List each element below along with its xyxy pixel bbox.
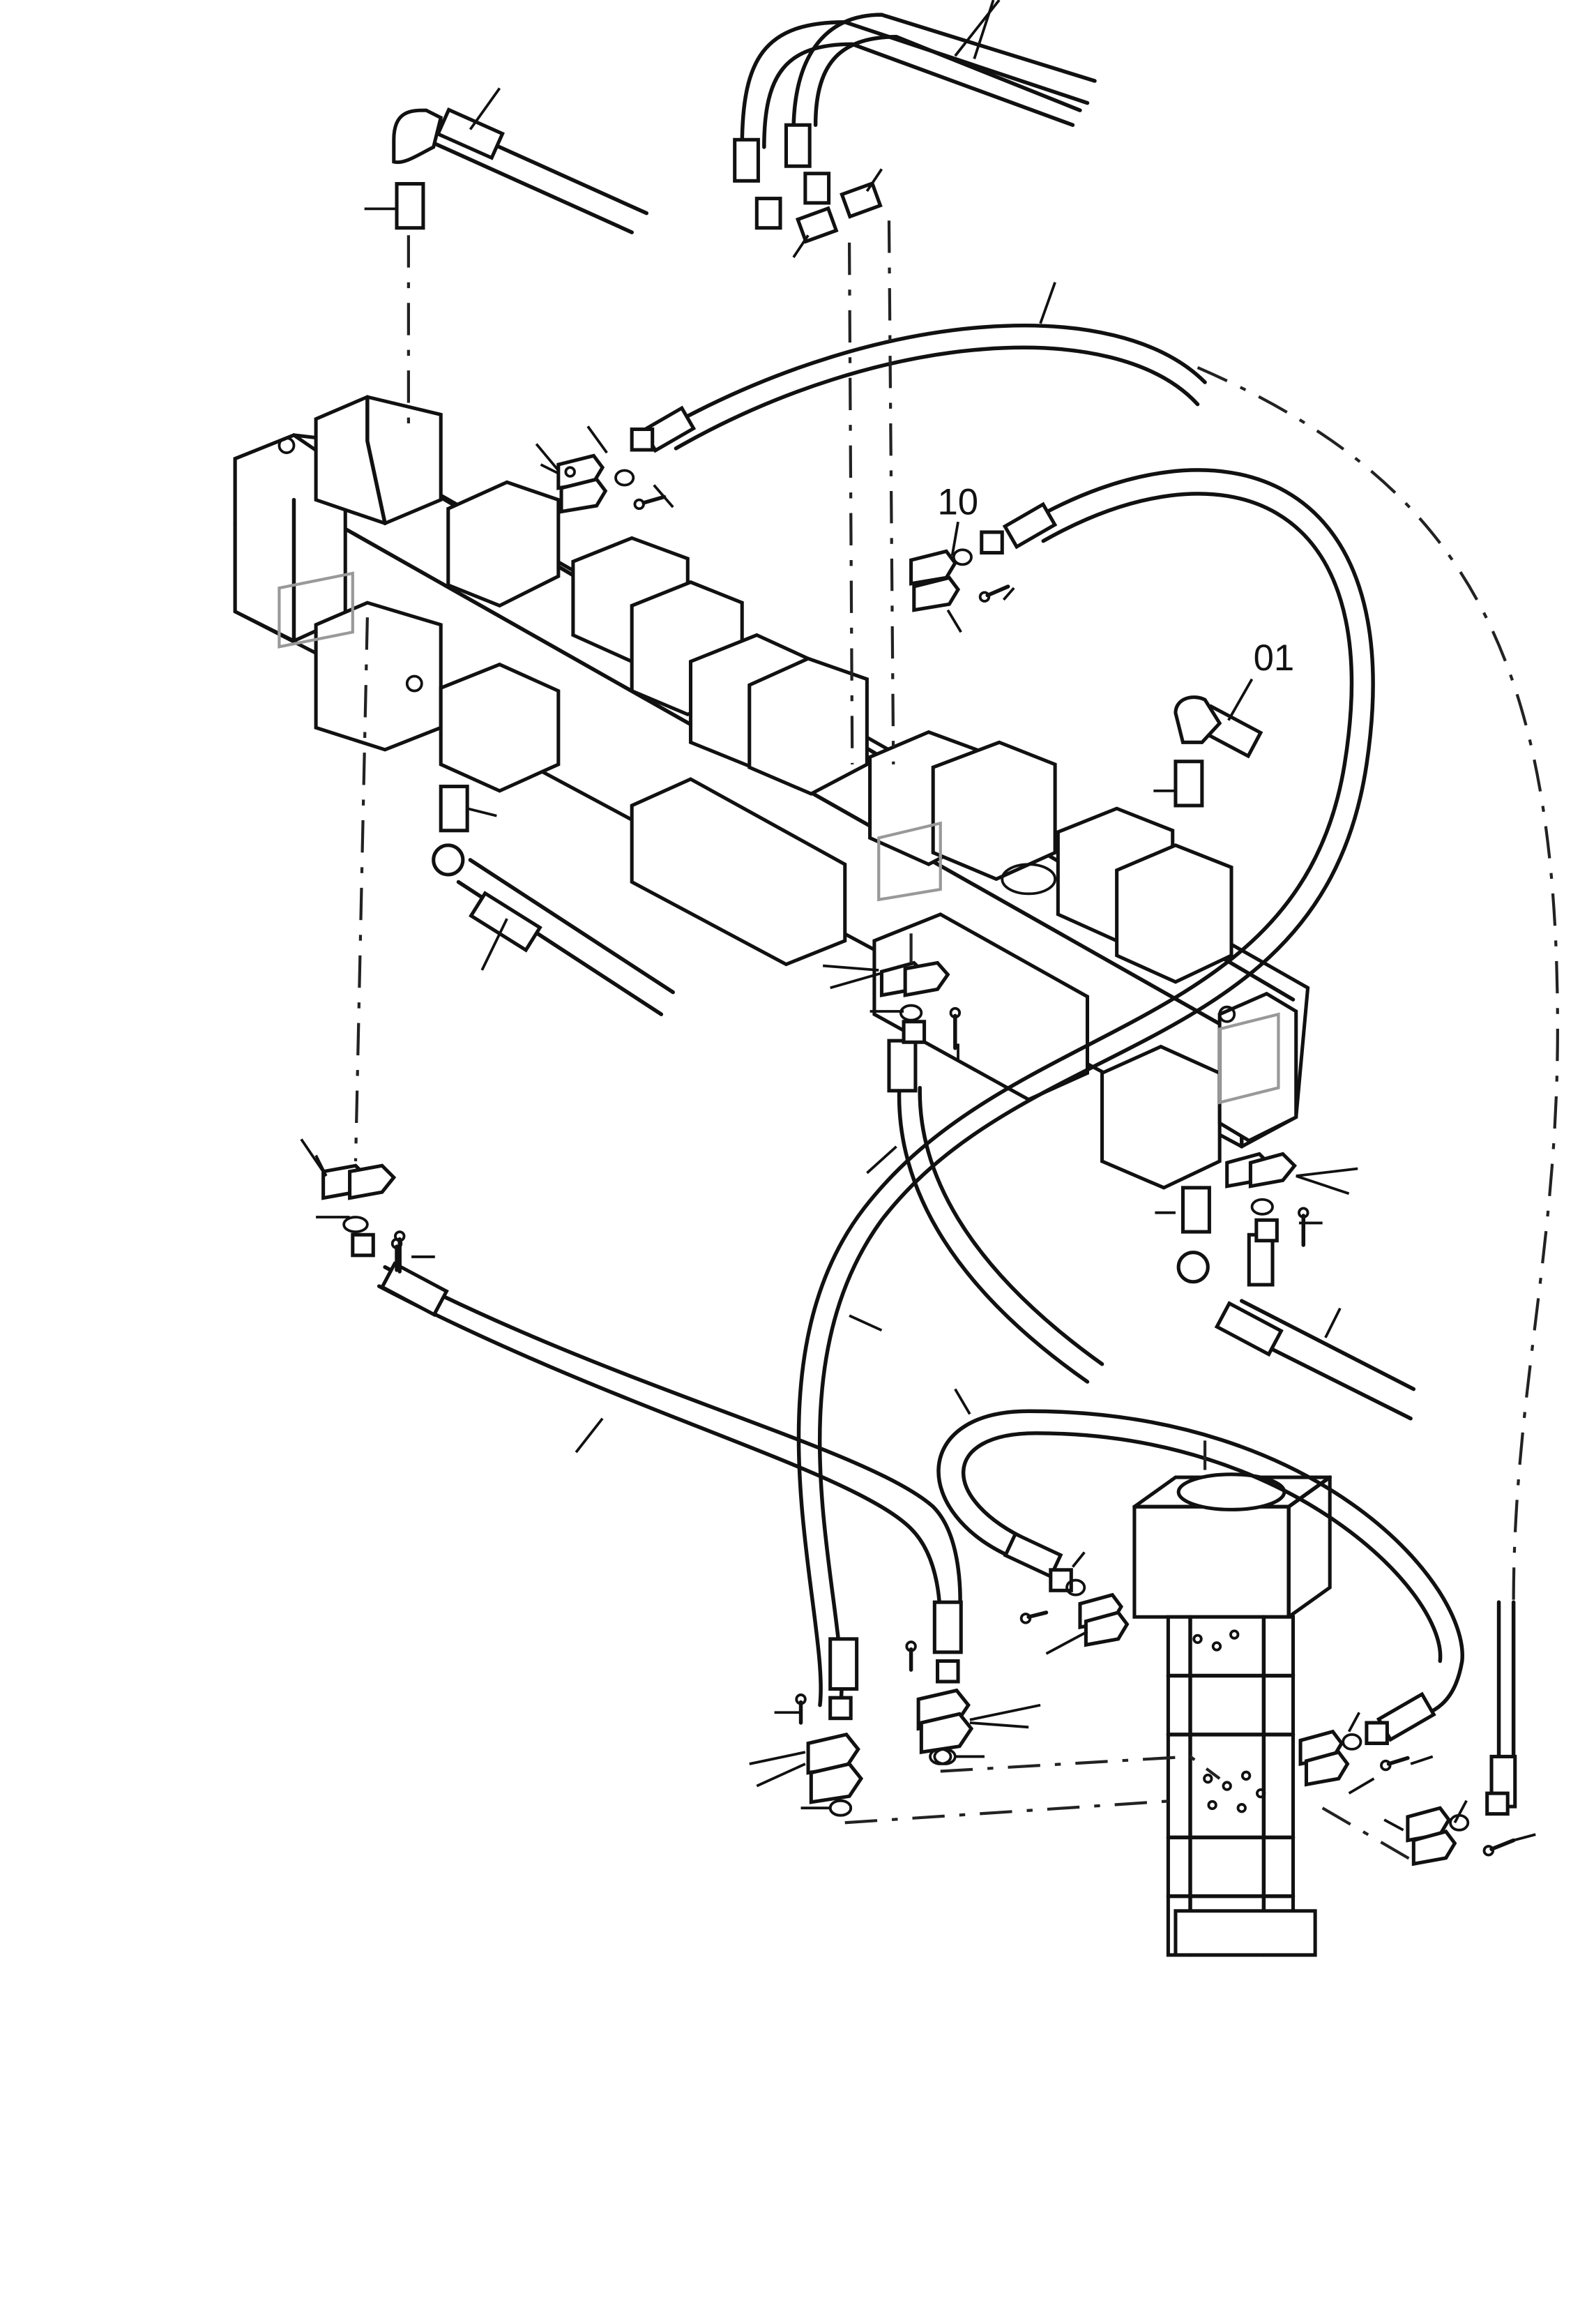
callout-10: 10 [938,482,979,523]
callout-01: 01 [1254,637,1295,679]
assembly-centerlines [354,220,1559,1861]
leader-lines [300,0,1536,1842]
center-joint-swivel [1132,1472,1332,1957]
control-valve-block [233,395,1310,1190]
fittings [351,108,1510,1816]
flange-clamps [321,453,1516,1866]
